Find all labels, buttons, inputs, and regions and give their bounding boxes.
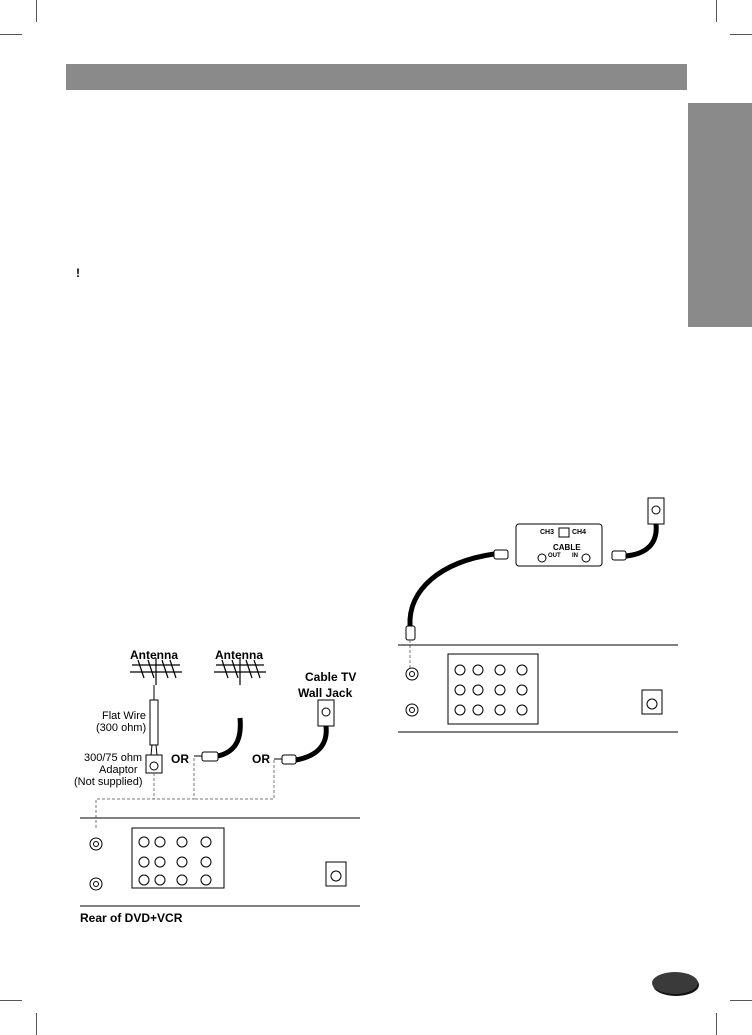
crop-mark — [730, 34, 752, 35]
in-label: IN — [572, 553, 578, 559]
crop-mark — [0, 1000, 22, 1001]
cable-tv-label: Cable TV — [305, 670, 357, 684]
crop-mark — [716, 0, 717, 22]
page-number-badge — [652, 972, 698, 994]
coax-connector-icon — [611, 550, 627, 561]
dashed-connection-line — [95, 758, 275, 830]
ch4-label: CH4 — [572, 529, 587, 536]
wall-jack-label: Wall Jack — [298, 686, 353, 700]
crop-mark — [0, 34, 22, 35]
adaptor-label: 300/75 ohm — [84, 752, 143, 764]
note-marker: ! — [76, 266, 80, 280]
coax-cable — [625, 523, 659, 559]
antenna-connection-diagram — [80, 658, 360, 907]
cable-box-connection-diagram — [398, 497, 678, 733]
wall-jack-icon — [317, 699, 335, 727]
coax-connector-icon — [274, 754, 297, 765]
antenna-label: Antenna — [130, 648, 178, 662]
rear-panel-caption: Rear of DVD+VCR — [80, 911, 183, 925]
rear-panel-jacks — [405, 653, 663, 725]
flat-wire-spec-label: (300 ohm) — [96, 722, 147, 734]
flat-wire-label: Flat Wire — [102, 710, 146, 722]
adaptor-label: Adaptor — [99, 764, 138, 776]
ch3-label: CH3 — [540, 529, 555, 536]
coax-connector-icon — [194, 751, 219, 762]
chapter-side-tab — [688, 103, 752, 327]
adaptor-note: (Not supplied) — [74, 776, 143, 788]
crop-mark — [36, 0, 37, 22]
section-header-bar — [66, 64, 687, 90]
crop-mark — [716, 1013, 717, 1035]
cable-label: CABLE — [553, 543, 581, 552]
flat-wire-icon — [149, 685, 159, 756]
rear-panel-jacks — [89, 827, 347, 891]
crop-mark — [730, 1000, 752, 1001]
antenna-icon — [214, 658, 266, 685]
antenna-label: Antenna — [215, 648, 263, 662]
coax-cable — [407, 551, 495, 627]
coax-cable — [295, 725, 329, 763]
adaptor-icon — [145, 754, 163, 774]
cable-box-icon — [515, 523, 603, 567]
coax-cable — [217, 717, 243, 759]
or-label: OR — [171, 752, 189, 766]
wall-jack-icon — [647, 497, 665, 525]
antenna-icon — [130, 658, 182, 685]
out-label: OUT — [548, 553, 561, 559]
crop-mark — [36, 1013, 37, 1035]
or-label: OR — [252, 752, 270, 766]
